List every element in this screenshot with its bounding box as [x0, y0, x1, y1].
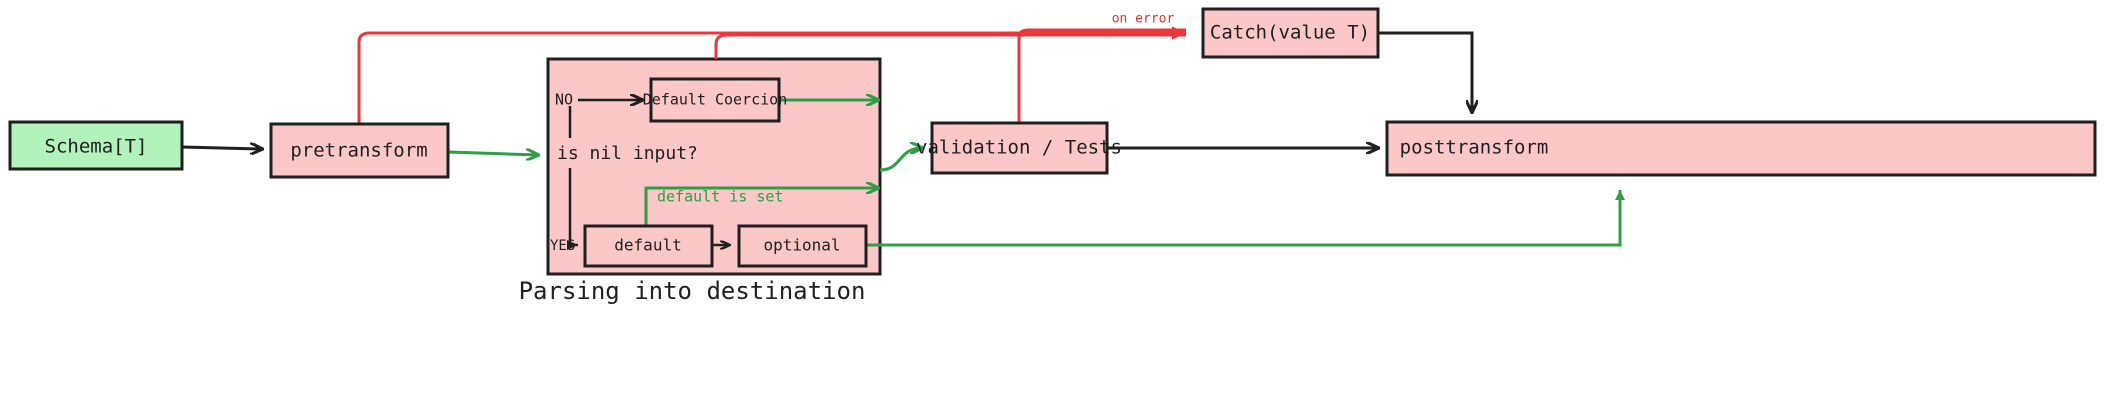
- group-caption: Parsing into destination: [519, 277, 866, 305]
- node-optional-label: optional: [763, 236, 840, 255]
- node-validation[interactable]: validation / Tests: [916, 121, 1122, 175]
- node-pretransform-box: [269, 122, 450, 179]
- branch-label-yes: YES: [550, 238, 575, 254]
- node-pretransform-label: pretransform: [290, 140, 427, 162]
- edge-default-is-set: [644, 188, 878, 230]
- node-validation-box: [930, 121, 1109, 175]
- node-default[interactable]: default: [583, 224, 714, 268]
- edge-parsing-error-to-catch: [714, 33, 1186, 59]
- edge-label-default-is-set: default is set: [657, 188, 783, 206]
- node-schema-label: Schema[T]: [45, 136, 148, 158]
- node-default-box: [583, 224, 714, 268]
- node-validation-label: validation / Tests: [916, 137, 1122, 159]
- node-default-coercion-label: Default Coercion: [643, 91, 788, 109]
- node-posttransform[interactable]: posttransform: [1385, 120, 2097, 177]
- node-decision-label: is nil input?: [557, 143, 698, 164]
- node-pretransform[interactable]: pretransform: [269, 122, 450, 179]
- branch-label-no: NO: [555, 91, 573, 109]
- edge-parsing-to-validation: [879, 148, 922, 172]
- node-catch[interactable]: Catch(value T): [1201, 7, 1380, 59]
- node-catch-label: Catch(value T): [1210, 22, 1370, 44]
- node-default-coercion[interactable]: Default Coercion: [643, 77, 788, 123]
- node-default-label: default: [614, 236, 681, 255]
- node-posttransform-box: [1385, 120, 2097, 177]
- node-posttransform-label: posttransform: [1400, 137, 1549, 159]
- edge-pretransform-to-parsing: [447, 152, 538, 155]
- node-optional-box: [737, 224, 868, 268]
- edge-schema-to-pretransform: [181, 147, 262, 149]
- edge-validation-error-to-catch: [1017, 28, 1186, 124]
- node-schema-box: [8, 120, 184, 171]
- node-optional[interactable]: optional: [737, 224, 868, 268]
- edge-catch-to-posttransform: [1378, 31, 1472, 112]
- edge-optional-to-posttransform: [866, 190, 1625, 247]
- node-schema[interactable]: Schema[T]: [8, 120, 184, 171]
- edge-pretransform-error-to-catch: [357, 26, 1187, 123]
- node-default-coercion-box: [649, 77, 781, 123]
- edge-label-on-error: on error: [1112, 12, 1175, 27]
- node-catch-box: [1201, 7, 1380, 59]
